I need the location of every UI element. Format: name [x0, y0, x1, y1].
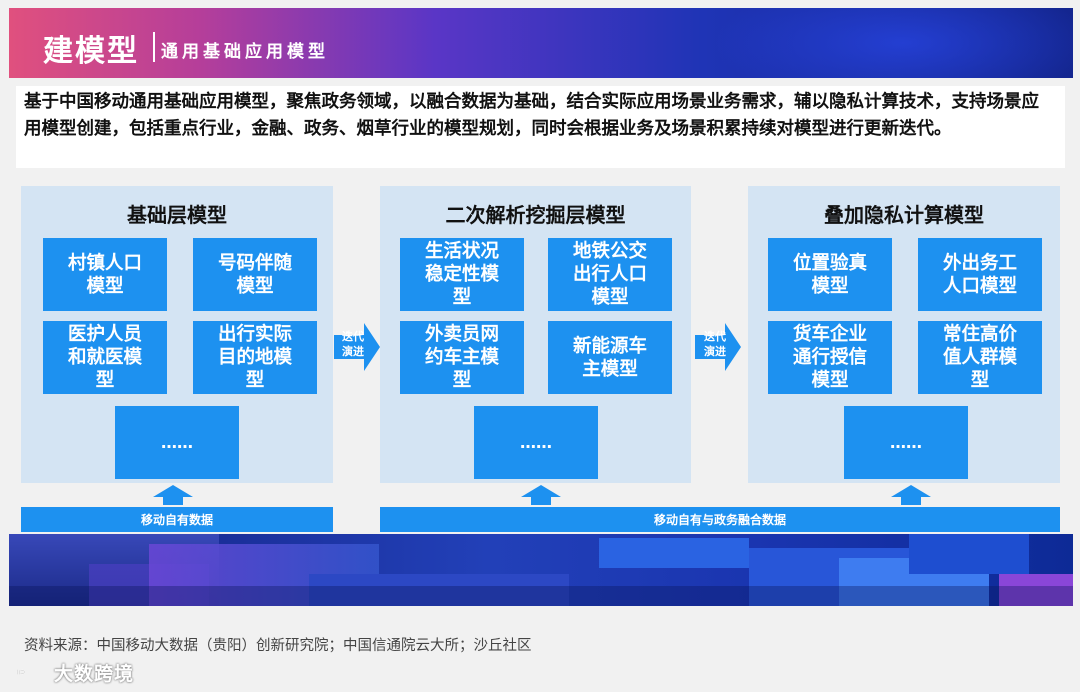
model-card: 生活状况 稳定性模 型 — [400, 238, 524, 311]
decor-block — [9, 586, 1073, 606]
model-card: 货车企业 通行授信 模型 — [768, 321, 892, 394]
title-divider — [153, 32, 155, 62]
more-models-card: …… — [474, 406, 598, 479]
data-source-bar-fused: 移动自有与政务融合数据 — [380, 507, 1060, 532]
iteration-label: 迭代 演进 — [700, 329, 730, 359]
section-secondary-mining-layer: 二次解析挖掘层模型 生活状况 稳定性模 型 地铁公交 出行人口 模型 外卖员网 … — [380, 186, 691, 483]
decorative-footer-band — [9, 534, 1073, 606]
page-title: 建模型 — [43, 26, 139, 70]
watermark-text: 大数跨境 — [54, 659, 134, 686]
decor-block — [599, 538, 749, 568]
model-card: 新能源车 主模型 — [548, 321, 672, 394]
watermark-logo-icon — [16, 658, 56, 686]
source-note: 资料来源：中国移动大数据（贵阳）创新研究院；中国信通院云大所；沙丘社区 — [24, 634, 532, 655]
model-card: 出行实际 目的地模 型 — [193, 321, 317, 394]
page-subtitle: 通用基础应用模型 — [161, 37, 329, 62]
more-models-card: …… — [115, 406, 239, 479]
model-card: 村镇人口 模型 — [43, 238, 167, 311]
model-card: 外卖员网 约车主模 型 — [400, 321, 524, 394]
up-arrow-icon — [891, 485, 931, 505]
up-arrow-icon — [521, 485, 561, 505]
model-card: 医护人员 和就医模 型 — [43, 321, 167, 394]
model-card: 外出务工 人口模型 — [918, 238, 1042, 311]
section-basic-layer: 基础层模型 村镇人口 模型 号码伴随 模型 医护人员 和就医模 型 出行实际 目… — [21, 186, 333, 483]
header-banner: 建模型 通用基础应用模型 — [9, 8, 1073, 78]
up-arrow-icon — [153, 485, 193, 505]
iteration-label: 迭代 演进 — [338, 329, 368, 359]
intro-text: 基于中国移动通用基础应用模型，聚焦政务领域，以融合数据为基础，结合实际应用场景业… — [24, 89, 1056, 142]
model-card: 号码伴随 模型 — [193, 238, 317, 311]
section-title: 基础层模型 — [21, 199, 333, 228]
model-card: 位置验真 模型 — [768, 238, 892, 311]
section-title: 叠加隐私计算模型 — [748, 199, 1060, 228]
section-title: 二次解析挖掘层模型 — [380, 199, 691, 228]
more-models-card: …… — [844, 406, 968, 479]
section-privacy-computing: 叠加隐私计算模型 位置验真 模型 外出务工 人口模型 货车企业 通行授信 模型 … — [748, 186, 1060, 483]
model-card: 常住高价 值人群模 型 — [918, 321, 1042, 394]
decor-block — [909, 534, 1029, 574]
data-source-bar-mobile: 移动自有数据 — [21, 507, 333, 532]
model-card: 地铁公交 出行人口 模型 — [548, 238, 672, 311]
